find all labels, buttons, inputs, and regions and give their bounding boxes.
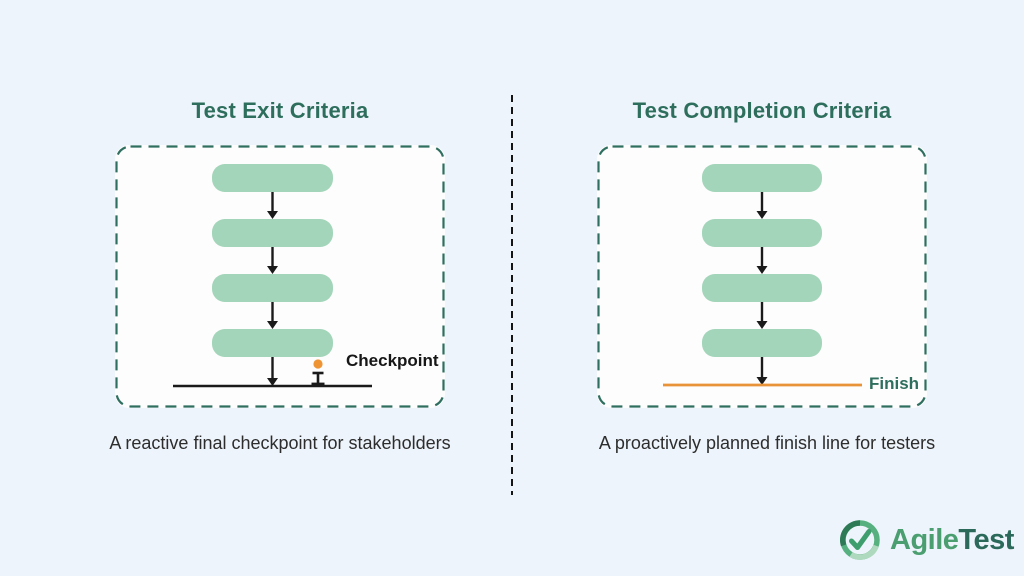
checkpoint-label: Checkpoint	[346, 351, 439, 370]
vertical-dashed-divider	[511, 95, 513, 495]
finish-label: Finish	[869, 374, 920, 393]
process-step-pill	[702, 329, 822, 357]
right-panel-caption: A proactively planned finish line for te…	[598, 433, 936, 453]
check-circle-icon	[839, 520, 880, 560]
exit-flow-diagram	[115, 145, 445, 408]
brand-agile: Agile	[890, 523, 959, 556]
process-step-pill	[212, 219, 333, 247]
agiletest-logo: AgileTest	[838, 516, 1014, 564]
brand-wordmark: AgileTest	[890, 524, 1014, 557]
process-step-pill	[212, 329, 333, 357]
process-step-pill	[212, 274, 333, 302]
flow-arrows	[756, 192, 768, 385]
process-step-pill	[702, 164, 822, 192]
process-step-pill	[702, 274, 822, 302]
left-panel-title: Test Exit Criteria	[191, 98, 369, 123]
brand-test: Test	[958, 523, 1014, 556]
right-panel-title: Test Completion Criteria	[632, 98, 892, 123]
test-exit-criteria-panel: Checkpoint	[115, 145, 445, 408]
checkpoint-person-marker-icon	[311, 359, 325, 386]
completion-flow-diagram	[597, 145, 927, 408]
test-completion-criteria-panel: Finish	[597, 145, 927, 408]
process-step-pill	[212, 164, 333, 192]
process-step-pill	[702, 219, 822, 247]
flow-arrows	[267, 192, 278, 386]
process-step-pills	[212, 164, 333, 357]
left-panel-caption: A reactive final checkpoint for stakehol…	[109, 433, 451, 453]
panel-dashed-border	[597, 145, 927, 408]
process-step-pills	[702, 164, 822, 357]
panel-dashed-border	[115, 145, 445, 408]
